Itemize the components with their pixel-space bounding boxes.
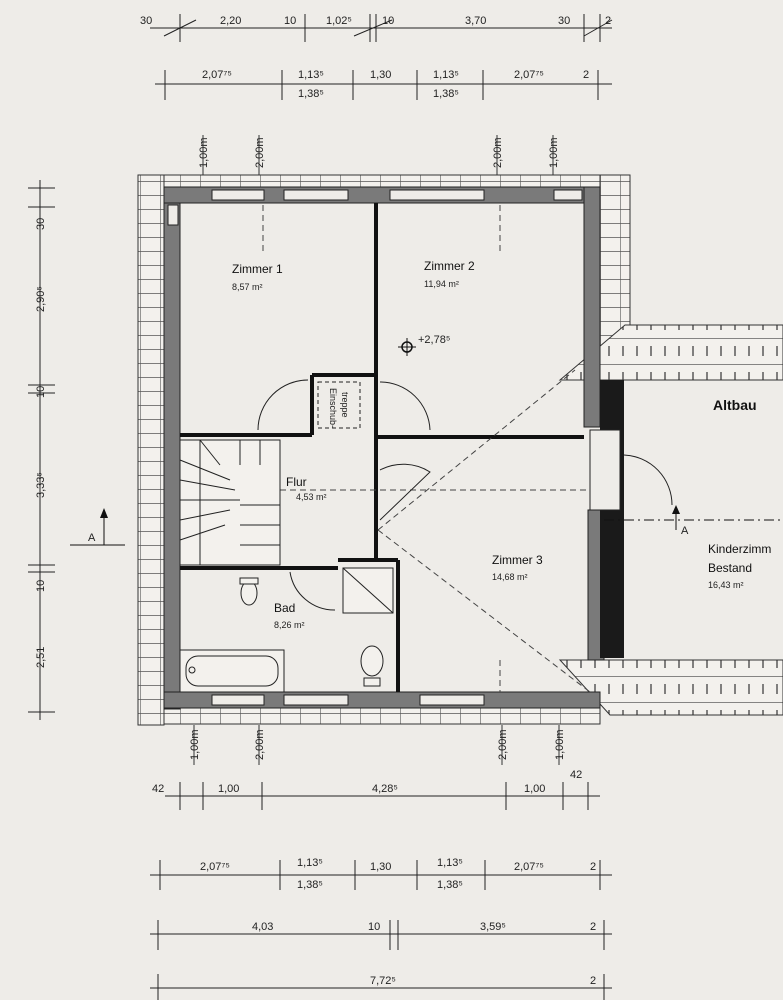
- dim-bot2-130: 1,30: [370, 861, 391, 873]
- dim-bot1-42a: 42: [152, 783, 164, 795]
- staircase: [179, 439, 281, 566]
- dim-bot1-100a: 1,00: [218, 783, 239, 795]
- svg-text:A: A: [681, 525, 689, 537]
- dim-bot2-2077b: 2,07⁷⁵: [514, 861, 544, 873]
- room-zimmer2-name: Zimmer 2: [424, 259, 475, 273]
- dim-bot1-100b: 1,00: [524, 783, 545, 795]
- dim-bot1-42b: 42: [570, 769, 582, 781]
- room-kinder-name: Kinderzimm: [708, 542, 771, 556]
- dim-bot2-2: 2: [590, 861, 596, 873]
- dimension-bottom-vertical: 1,00m 2,00m 2,00m 1,00m: [189, 725, 566, 765]
- dim-left-2905: 2,90⁵: [35, 286, 47, 312]
- dim-top-30b: 30: [558, 15, 570, 27]
- dim-topv-2: 2,00m: [254, 137, 266, 168]
- dim-botv-4: 1,00m: [554, 729, 566, 760]
- room-flur-area: 4,53 m²: [296, 492, 327, 502]
- room-bad-name: Bad: [274, 601, 295, 615]
- room-zimmer3-name: Zimmer 3: [492, 553, 543, 567]
- dim-botv-3: 2,00m: [497, 729, 509, 760]
- dim-topv-1: 1,00m: [198, 137, 210, 168]
- bath-fixtures: [179, 567, 394, 693]
- roof-left: [137, 174, 165, 726]
- einschub-label-2: treppe: [340, 392, 350, 418]
- dim-bot3-3595: 3,59⁵: [480, 921, 506, 933]
- dim-top2-2077b: 2,07⁷⁵: [514, 69, 544, 81]
- svg-text:A: A: [88, 532, 96, 544]
- outer-walls: [163, 186, 605, 710]
- dim-top-1025: 1,02⁵: [326, 15, 352, 27]
- room-zimmer1-name: Zimmer 1: [232, 262, 283, 276]
- altbau-wall: [600, 380, 624, 658]
- room-zimmer3-area: 14,68 m²: [492, 572, 528, 582]
- roof-top: [163, 174, 601, 188]
- einschub-label-1: Einschub-: [328, 388, 338, 428]
- interior-walls: [180, 203, 584, 692]
- dim-topv-4: 1,00m: [548, 137, 560, 168]
- dim-top-10b: 10: [382, 15, 394, 27]
- altbau-roof-top: [558, 324, 783, 381]
- attic-ladder: [317, 381, 361, 429]
- dim-bot3-2: 2: [590, 921, 596, 933]
- dim-top2-1135a: 1,13⁵: [298, 69, 324, 81]
- dimension-top-vertical: 1,00m 2,00m 2,00m 1,00m: [198, 135, 560, 175]
- dimension-bottom-row-2: 2,07⁷⁵ 1,13⁵ 1,30 1,13⁵ 2,07⁷⁵ 2 1,38⁵ 1…: [150, 857, 612, 891]
- dim-top-2: 2: [605, 15, 611, 27]
- dimension-bottom-row-3: 4,03 10 3,59⁵ 2: [150, 920, 612, 950]
- dim-top-30: 30: [140, 15, 152, 27]
- dimension-bottom-row-1: 42 1,00 4,28⁵ 1,00 42: [152, 769, 600, 810]
- room-bad-area: 8,26 m²: [274, 620, 305, 630]
- level-marker: +2,78⁵: [398, 334, 450, 356]
- dim-top2-2: 2: [583, 69, 589, 81]
- dim-bot2-1135b: 1,13⁵: [437, 857, 463, 869]
- dim-botv-2: 2,00m: [254, 729, 266, 760]
- section-marker-left: A: [70, 508, 125, 546]
- dim-bot2-1385b: 1,38⁵: [437, 879, 463, 891]
- room-zimmer1-area: 8,57 m²: [232, 282, 263, 292]
- dim-top2-2077a: 2,07⁷⁵: [202, 69, 232, 81]
- dim-botv-1: 1,00m: [189, 729, 201, 760]
- dimension-top-row-1: 30 2,20 10 1,02⁵ 10 3,70 30 2: [140, 14, 613, 42]
- room-kinder-area: 16,43 m²: [708, 580, 744, 590]
- dim-left-30: 30: [35, 218, 47, 230]
- doors: [257, 379, 673, 611]
- dim-left-10b: 10: [35, 580, 47, 592]
- dim-topv-3: 2,00m: [492, 137, 504, 168]
- dim-bot4-7725: 7,72⁵: [370, 975, 396, 987]
- dim-top2-1385b: 1,38⁵: [433, 88, 459, 100]
- section-marker-right: A: [604, 505, 783, 537]
- dim-top-220: 2,20: [220, 15, 241, 27]
- room-zimmer2-area: 11,94 m²: [424, 279, 459, 289]
- altbau-label: Altbau: [713, 397, 757, 413]
- dimension-left: 30 2,90⁵ 10 3,33⁵ 10 2,51: [28, 180, 55, 720]
- dim-left-251: 2,51: [35, 647, 47, 668]
- dim-bot3-10: 10: [368, 921, 380, 933]
- roof-bottom: [163, 707, 601, 725]
- altbau-door-opening: [589, 429, 621, 511]
- dim-top2-130: 1,30: [370, 69, 391, 81]
- dim-top-370: 3,70: [465, 15, 486, 27]
- dim-left-10a: 10: [35, 386, 47, 398]
- dim-top2-1385a: 1,38⁵: [298, 88, 324, 100]
- dim-bot4-2: 2: [590, 975, 596, 987]
- room-kinder-sub: Bestand: [708, 561, 752, 575]
- dim-top2-1135b: 1,13⁵: [433, 69, 459, 81]
- windows: [167, 189, 583, 706]
- dim-bot2-2077a: 2,07⁷⁵: [200, 861, 230, 873]
- level-label: +2,78⁵: [418, 334, 450, 346]
- room-flur-name: Flur: [286, 475, 307, 489]
- dim-bot3-403: 4,03: [252, 921, 273, 933]
- dim-bot1-4285: 4,28⁵: [372, 783, 398, 795]
- dimension-top-row-2: 2,07⁷⁵ 1,13⁵ 1,30 1,13⁵ 2,07⁷⁵ 2 1,38⁵ 1…: [155, 69, 612, 100]
- dim-left-3335: 3,33⁵: [35, 472, 47, 498]
- dim-bot2-1385a: 1,38⁵: [297, 879, 323, 891]
- dim-top-10a: 10: [284, 15, 296, 27]
- dimension-bottom-row-4: 7,72⁵ 2: [150, 974, 612, 1000]
- dim-bot2-1135a: 1,13⁵: [297, 857, 323, 869]
